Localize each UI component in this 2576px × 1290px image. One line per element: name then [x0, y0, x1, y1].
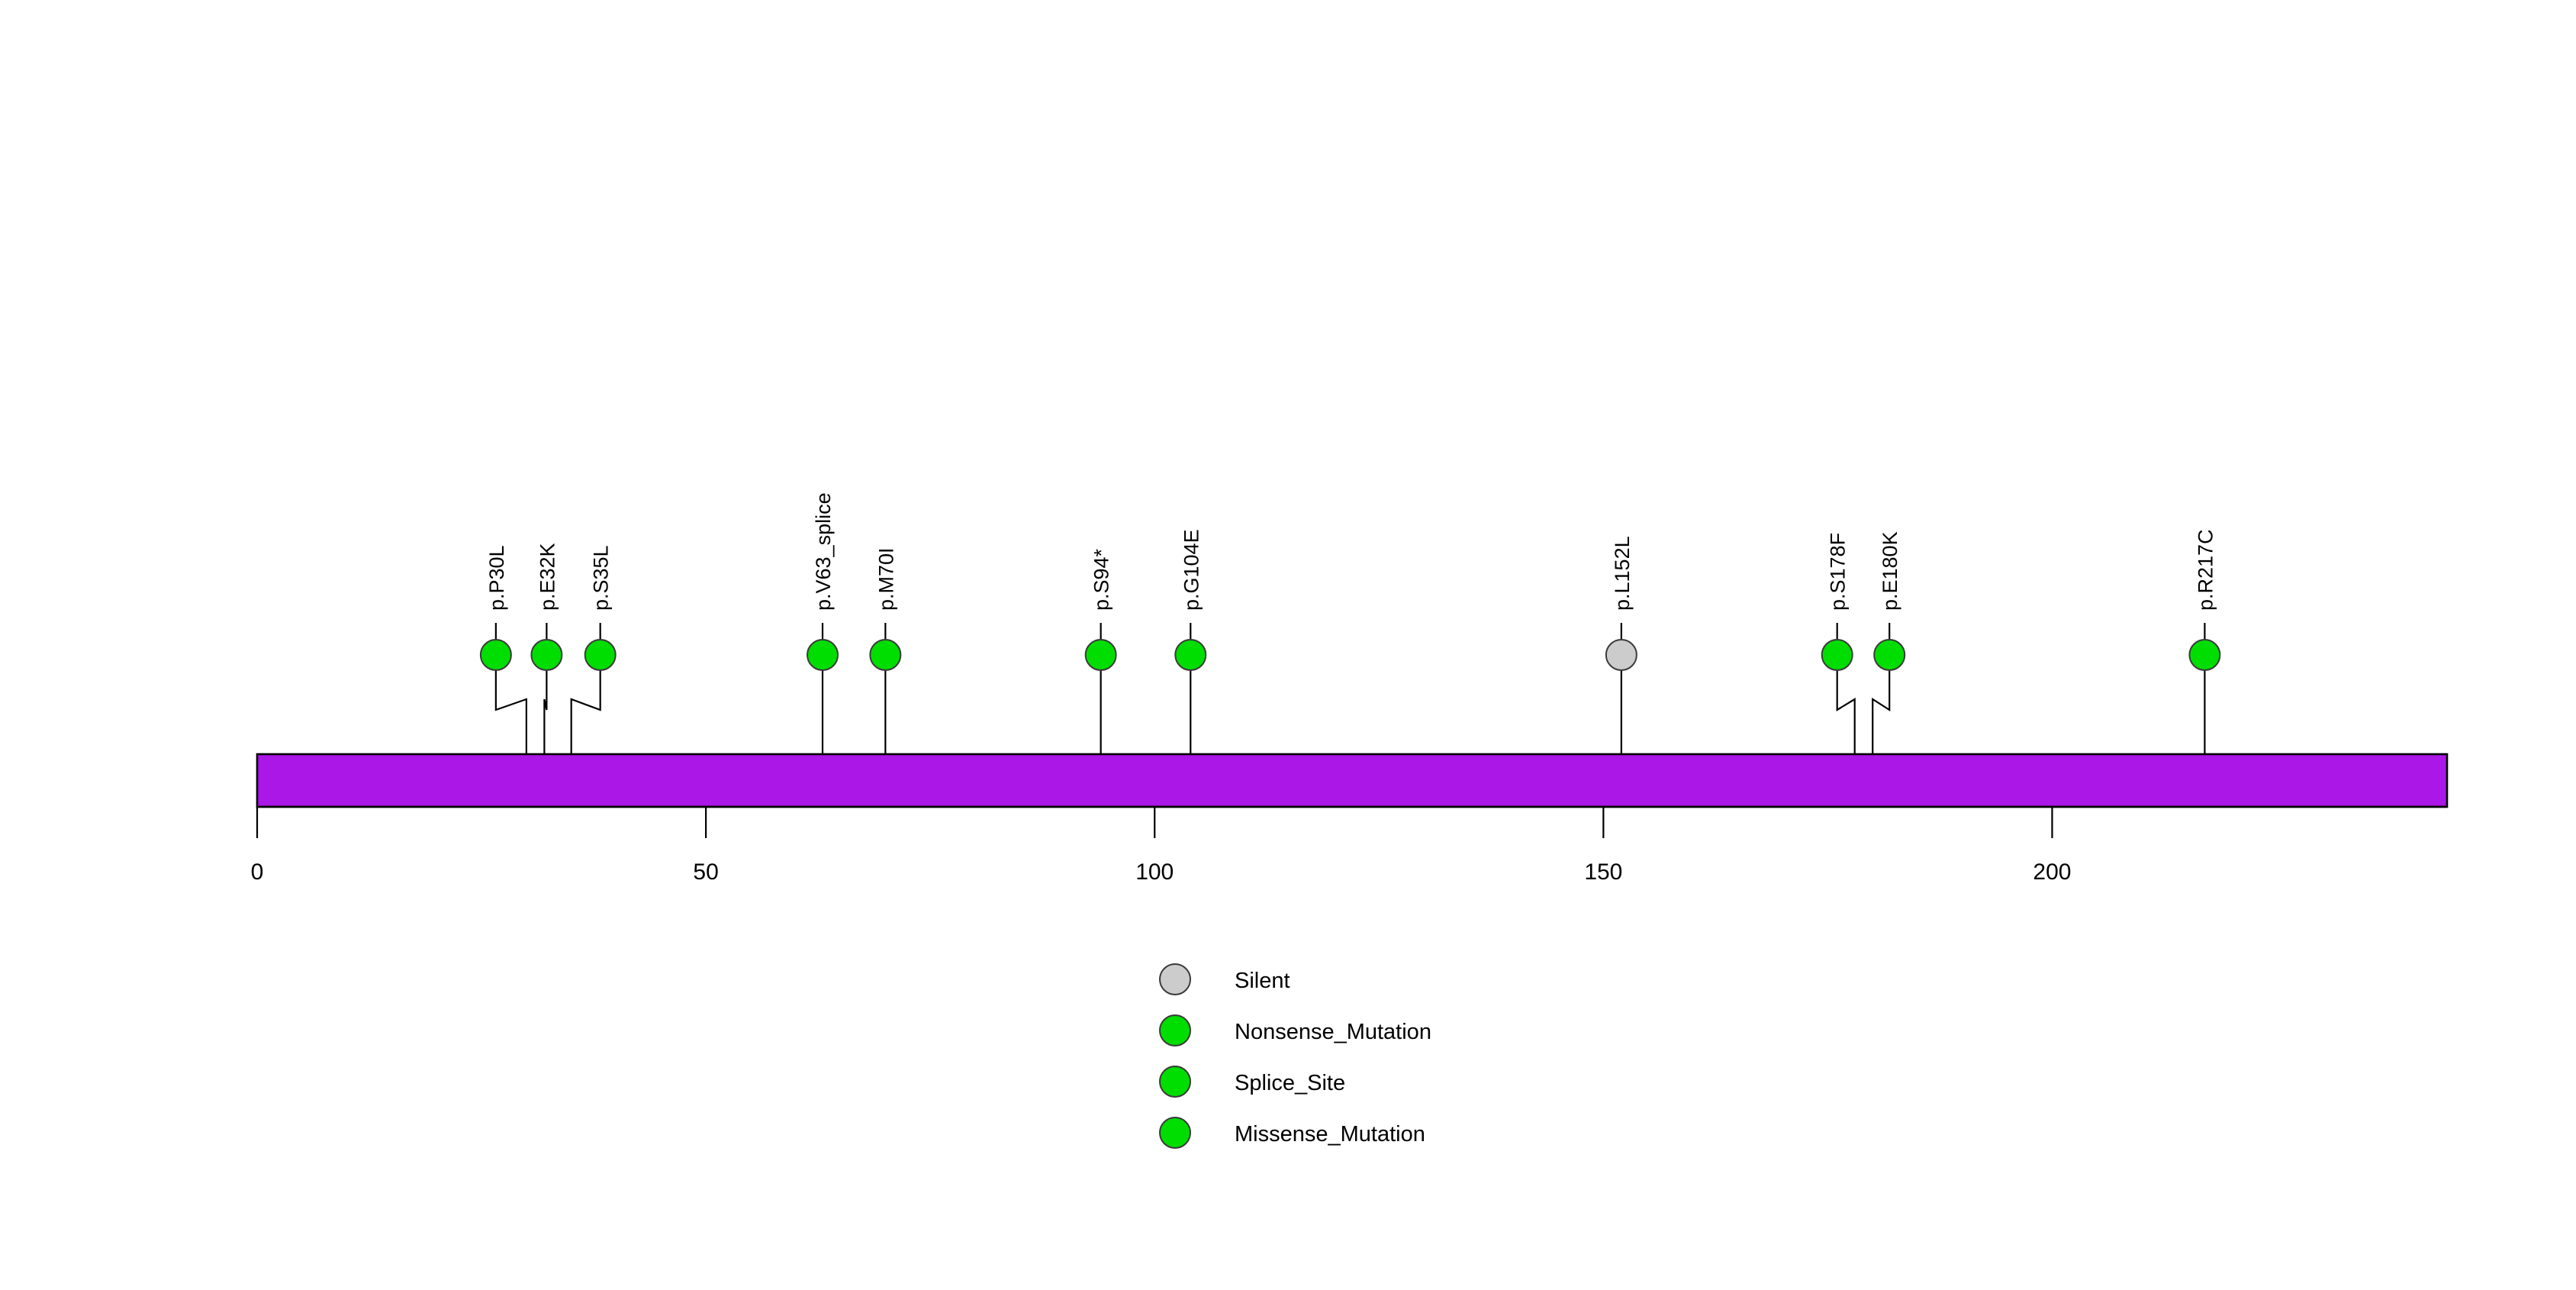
mutation-labels-group: p.P30L p.E32K p.S35L p.V63_splice p.M70I p.S9…: [485, 492, 2217, 611]
mutation-label-p-V63-splice: p.V63_splice: [812, 492, 835, 611]
mutation-label-p-R217C: p.R217C: [2194, 529, 2217, 611]
mutation-label-p-M70I: p.M70I: [874, 547, 897, 611]
mutation-head-p-G104E[interactable]: [1174, 639, 1207, 671]
mutation-label-p-S35L: p.S35L: [590, 545, 613, 611]
mutation-head-p-S35L[interactable]: [584, 639, 617, 671]
mutation-label-p-E180K: p.E180K: [1879, 531, 1901, 611]
protein-domain-bar-group: [256, 753, 2449, 808]
axis-tick-label-50: 50: [693, 859, 718, 885]
mutation-head-p-P30L[interactable]: [479, 639, 512, 671]
legend-swatch-splice_site[interactable]: [1159, 1066, 1191, 1098]
mutation-label-p-L152L: p.L152L: [1611, 536, 1634, 611]
legend: SilentNonsense_MutationSplice_SiteMissen…: [1159, 963, 1431, 1149]
legend-swatch-missense_mutation[interactable]: [1159, 1117, 1191, 1149]
protein-position-axis: 0 50 100 150 200: [251, 805, 2447, 885]
mutation-label-p-P30L: p.P30L: [485, 545, 508, 611]
axis-tick-label-200: 200: [2033, 859, 2071, 885]
mutation-head-p-E32K[interactable]: [530, 639, 563, 671]
mutation-head-p-S94-[interactable]: [1084, 639, 1117, 671]
legend-label-splice_site: Splice_Site: [1235, 1071, 1345, 1095]
legend-label-missense_mutation: Missense_Mutation: [1235, 1122, 1425, 1146]
mutation-head-p-M70I[interactable]: [869, 639, 902, 671]
mutation-head-p-L152L[interactable]: [1605, 639, 1637, 671]
mutation-head-p-V63-splice[interactable]: [807, 639, 839, 671]
mutation-label-p-G104E: p.G104E: [1180, 529, 1203, 611]
legend-swatch-nonsense_mutation[interactable]: [1159, 1014, 1191, 1047]
mutation-heads-group: [479, 639, 2221, 671]
mutation-head-p-R217C[interactable]: [2188, 639, 2221, 671]
mutation-head-p-S178F[interactable]: [1821, 639, 1853, 671]
mutation-label-p-S94-: p.S94*: [1090, 548, 1113, 611]
legend-swatch-silent[interactable]: [1159, 963, 1191, 995]
mutation-label-p-E32K: p.E32K: [536, 543, 559, 611]
protein-domain-full-length-protein: [256, 753, 2449, 808]
mutation-label-p-S178F: p.S178F: [1827, 533, 1850, 611]
mutation-head-p-E180K[interactable]: [1873, 639, 1906, 671]
axis-tick-label-0: 0: [251, 859, 264, 885]
legend-label-nonsense_mutation: Nonsense_Mutation: [1235, 1020, 1431, 1044]
legend-label-silent: Silent: [1235, 969, 1290, 993]
axis-tick-label-150: 150: [1584, 859, 1622, 885]
axis-tick-label-100: 100: [1135, 859, 1174, 885]
